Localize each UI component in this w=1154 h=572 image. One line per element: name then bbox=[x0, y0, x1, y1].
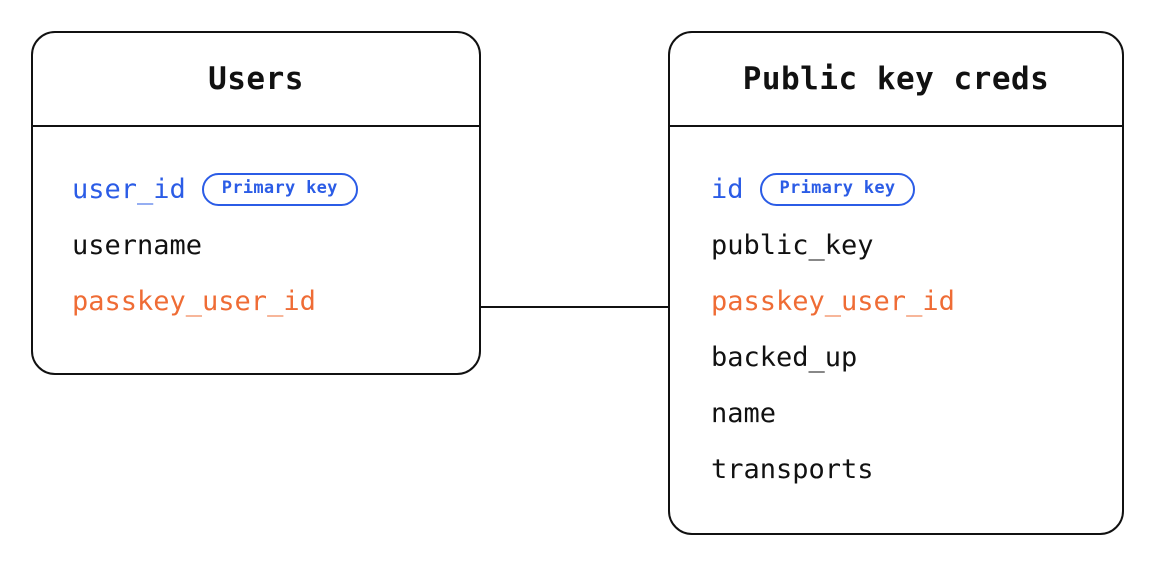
field-row-name[interactable]: name bbox=[711, 385, 1122, 441]
field-name-user-id: user_id bbox=[72, 173, 186, 205]
field-row-backed-up[interactable]: backed_up bbox=[711, 329, 1122, 385]
entity-card-public-key-creds[interactable]: Public key creds id Primary key public_k… bbox=[668, 31, 1124, 535]
field-name-passkey-user-id: passkey_user_id bbox=[711, 285, 955, 317]
entity-title-users: Users bbox=[33, 33, 479, 127]
entity-title-public-key-creds: Public key creds bbox=[670, 33, 1122, 127]
relationship-line-users-to-public-key-creds bbox=[479, 306, 670, 308]
field-name-username: username bbox=[72, 229, 203, 261]
entity-card-users[interactable]: Users user_id Primary key username passk… bbox=[31, 31, 481, 375]
field-name-name: name bbox=[711, 397, 777, 429]
field-row-public-key[interactable]: public_key bbox=[711, 217, 1122, 273]
entity-field-list-users: user_id Primary key username passkey_use… bbox=[33, 127, 479, 373]
field-name-public-key: public_key bbox=[711, 229, 874, 261]
field-row-username[interactable]: username bbox=[72, 217, 479, 273]
field-row-user-id[interactable]: user_id Primary key bbox=[72, 161, 479, 217]
field-name-backed-up: backed_up bbox=[711, 341, 858, 373]
field-name-passkey-user-id: passkey_user_id bbox=[72, 285, 316, 317]
primary-key-badge: Primary key bbox=[759, 172, 916, 206]
field-name-id: id bbox=[711, 173, 744, 205]
field-name-transports: transports bbox=[711, 453, 874, 485]
field-row-passkey-user-id[interactable]: passkey_user_id bbox=[72, 273, 479, 329]
primary-key-badge: Primary key bbox=[201, 172, 358, 206]
field-row-transports[interactable]: transports bbox=[711, 441, 1122, 497]
field-row-id[interactable]: id Primary key bbox=[711, 161, 1122, 217]
field-row-passkey-user-id[interactable]: passkey_user_id bbox=[711, 273, 1122, 329]
entity-field-list-public-key-creds: id Primary key public_key passkey_user_i… bbox=[670, 127, 1122, 533]
